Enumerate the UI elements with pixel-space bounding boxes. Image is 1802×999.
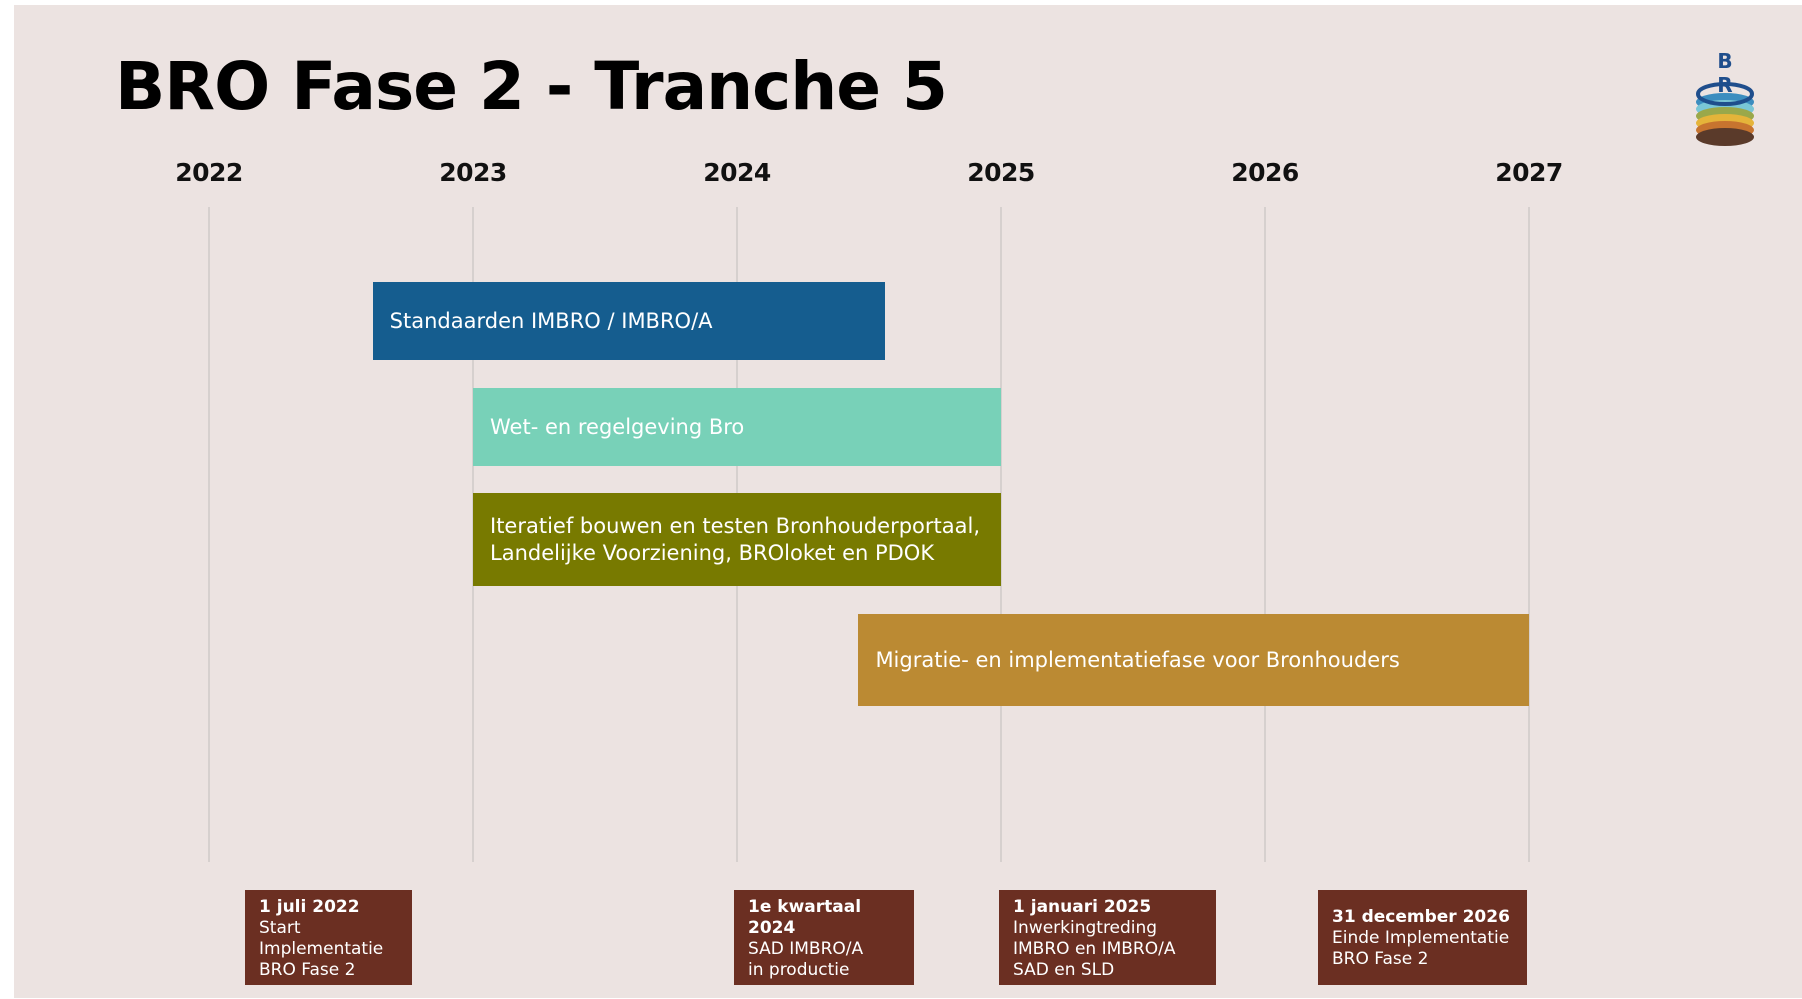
- page-title: BRO Fase 2 - Tranche 5: [115, 48, 948, 125]
- milestone-box: 1e kwartaal 2024 SAD IMBRO/A in producti…: [734, 890, 914, 985]
- timeline-bar: Wet- en regelgeving Bro: [473, 388, 1001, 466]
- year-label-2026: 2026: [1231, 158, 1299, 187]
- milestone-date: 1 januari 2025: [1013, 896, 1152, 917]
- year-label-2023: 2023: [439, 158, 507, 187]
- milestone-box: 31 december 2026 Einde Implementatie BRO…: [1318, 890, 1527, 985]
- milestone-date: 1 juli 2022: [259, 896, 360, 917]
- milestone-description: SAD IMBRO/A in productie: [748, 938, 864, 980]
- milestone-text: 1 juli 2022 Start Implementatie BRO Fase…: [259, 897, 402, 981]
- year-label-2027: 2027: [1495, 158, 1563, 187]
- timeline-bar: Iteratief bouwen en testen Bronhouderpor…: [473, 493, 1001, 586]
- year-gridline-2025: [1000, 207, 1002, 862]
- milestone-text: 1 januari 2025 Inwerkingtreding IMBRO en…: [1013, 897, 1206, 981]
- logo-letter-o: [1696, 82, 1754, 106]
- milestone-description: Einde Implementatie BRO Fase 2: [1332, 928, 1510, 969]
- logo-layer: [1696, 128, 1754, 146]
- milestone-text: 1e kwartaal 2024 SAD IMBRO/A in producti…: [748, 897, 904, 981]
- year-label-2025: 2025: [967, 158, 1035, 187]
- milestone-date: 1e kwartaal 2024: [748, 896, 862, 938]
- year-gridline-2022: [208, 207, 210, 862]
- year-label-2022: 2022: [175, 158, 243, 187]
- timeline-bar: Standaarden IMBRO / IMBRO/A: [372, 282, 885, 360]
- year-gridline-2026: [1264, 207, 1266, 862]
- bro-logo-icon: B R: [1696, 50, 1754, 146]
- milestone-description: Inwerkingtreding IMBRO en IMBRO/A SAD en…: [1013, 917, 1176, 980]
- logo-letter-r: R: [1717, 73, 1732, 97]
- milestone-description: Start Implementatie BRO Fase 2: [259, 917, 384, 980]
- milestone-text: 31 december 2026 Einde Implementatie BRO…: [1332, 907, 1517, 970]
- milestone-date: 31 december 2026: [1332, 907, 1510, 927]
- milestone-box: 1 januari 2025 Inwerkingtreding IMBRO en…: [999, 890, 1216, 985]
- milestone-box: 1 juli 2022 Start Implementatie BRO Fase…: [245, 890, 412, 985]
- year-gridline-2027: [1528, 207, 1530, 862]
- timeline-bar: Migratie- en implementatiefase voor Bron…: [858, 614, 1529, 706]
- logo-letter-b: B: [1717, 50, 1732, 73]
- year-label-2024: 2024: [703, 158, 771, 187]
